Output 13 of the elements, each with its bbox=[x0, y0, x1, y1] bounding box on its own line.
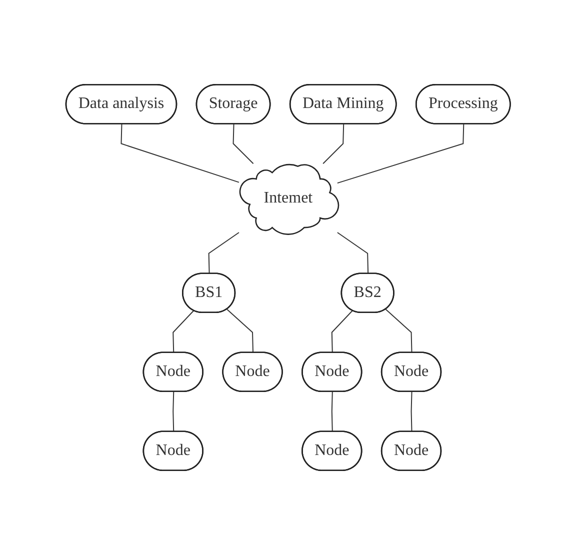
connector bbox=[331, 310, 353, 354]
connector bbox=[385, 308, 412, 354]
connector bbox=[208, 232, 240, 274]
connector bbox=[336, 232, 368, 274]
connector bbox=[322, 124, 344, 164]
connector bbox=[172, 310, 194, 354]
connector bbox=[120, 124, 240, 183]
connector bbox=[336, 124, 464, 184]
connector bbox=[331, 391, 333, 432]
connector bbox=[232, 124, 254, 164]
connector bbox=[226, 308, 254, 354]
connector bbox=[410, 391, 412, 432]
connector bbox=[172, 391, 174, 432]
